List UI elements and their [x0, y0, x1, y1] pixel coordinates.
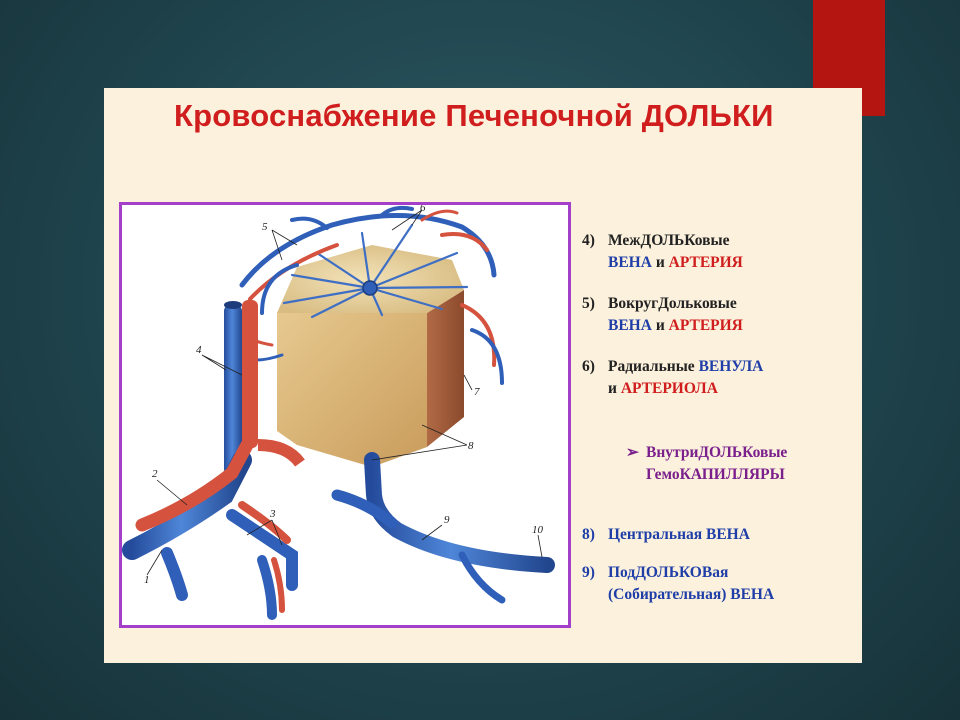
callout-5-vena: ВЕНА — [608, 317, 652, 334]
figure-number-labels: 1 2 3 4 5 6 7 8 9 10 — [144, 205, 544, 586]
label-7: 7 — [474, 386, 480, 398]
callout-6-venula: ВЕНУЛА — [698, 358, 764, 375]
callout-5-conj: и — [651, 317, 669, 334]
callout-5-arteria: АРТЕРИЯ — [668, 317, 743, 334]
label-9: 9 — [444, 514, 450, 526]
callout-7: ➢ ВнутриДОЛЬКовые ГемоКАПИЛЛЯРЫ — [626, 442, 787, 486]
callout-9-number: 9) — [582, 564, 595, 581]
legend-callouts: 4) МежДОЛЬКовые ВЕНА и АРТЕРИЯ 5) ВокругДо… — [104, 88, 862, 663]
callout-5-number: 5) — [582, 295, 595, 312]
interlobular-vessels — [224, 300, 305, 475]
callout-6: 6) Радиальные ВЕНУЛА и АРТЕРИОЛА — [582, 356, 763, 400]
callout-9-line1: ПодДОЛЬКОВая — [608, 564, 729, 581]
interlobular-artery — [242, 300, 258, 448]
callout-8: 8) Центральная ВЕНА — [582, 524, 750, 546]
callout-4-vena: ВЕНА — [608, 254, 652, 271]
callout-4-arteria: АРТЕРИЯ — [668, 254, 743, 271]
callout-4-conj: и — [651, 254, 669, 271]
callout-7-line1: ВнутриДОЛЬКовые — [646, 444, 788, 461]
radial-venules — [282, 223, 469, 319]
label-3: 3 — [269, 508, 276, 520]
lobule-side-face — [427, 290, 464, 447]
leader-lines — [146, 209, 543, 576]
callout-4-line1: МежДОЛЬКовые — [608, 232, 730, 249]
interlobular-vein — [224, 305, 242, 475]
callout-6-arteriola: АРТЕРИОЛА — [620, 380, 718, 397]
callout-6-number: 6) — [582, 358, 595, 375]
portal-vein — [122, 450, 298, 620]
liver-lobule-illustration: 1 2 3 4 5 6 7 8 9 10 — [119, 202, 571, 628]
label-8: 8 — [468, 440, 474, 452]
bullet-arrow-icon: ➢ — [626, 444, 639, 461]
sublobular-vein — [331, 452, 555, 604]
callout-6-conj: и — [608, 380, 621, 397]
label-4: 4 — [196, 344, 202, 356]
callout-4-number: 4) — [582, 232, 595, 249]
lobule-front-face — [277, 313, 427, 467]
label-1: 1 — [144, 574, 150, 586]
callout-8-number: 8) — [582, 526, 595, 543]
callout-7-line2: ГемоКАПИЛЛЯРЫ — [646, 466, 785, 483]
slide-title: Кровоснабжение Печеночной ДОЛЬКИ — [174, 98, 774, 133]
callout-5-line1: ВокругДольковые — [608, 295, 737, 312]
callout-5: 5) ВокругДольковые ВЕНА и АРТЕРИЯ — [582, 293, 743, 337]
slide: Кровоснабжение Печеночной ДОЛЬКИ — [104, 88, 862, 663]
label-5: 5 — [262, 221, 268, 233]
label-2: 2 — [152, 468, 158, 480]
callout-9: 9) ПодДОЛЬКОВая (Собирательная) ВЕНА — [582, 562, 774, 606]
callout-4: 4) МежДОЛЬКовые ВЕНА и АРТЕРИЯ — [582, 230, 743, 274]
lobule-diagram-svg: 1 2 3 4 5 6 7 8 9 10 — [122, 205, 555, 620]
hepatic-artery — [135, 438, 291, 613]
label-10: 10 — [532, 524, 544, 536]
callout-6-line1: Радиальные — [608, 358, 699, 375]
callout-9-line2: (Собирательная) ВЕНА — [608, 586, 775, 603]
central-vein-top — [362, 280, 378, 296]
callout-8-text: Центральная ВЕНА — [608, 526, 750, 543]
label-6: 6 — [420, 205, 426, 214]
